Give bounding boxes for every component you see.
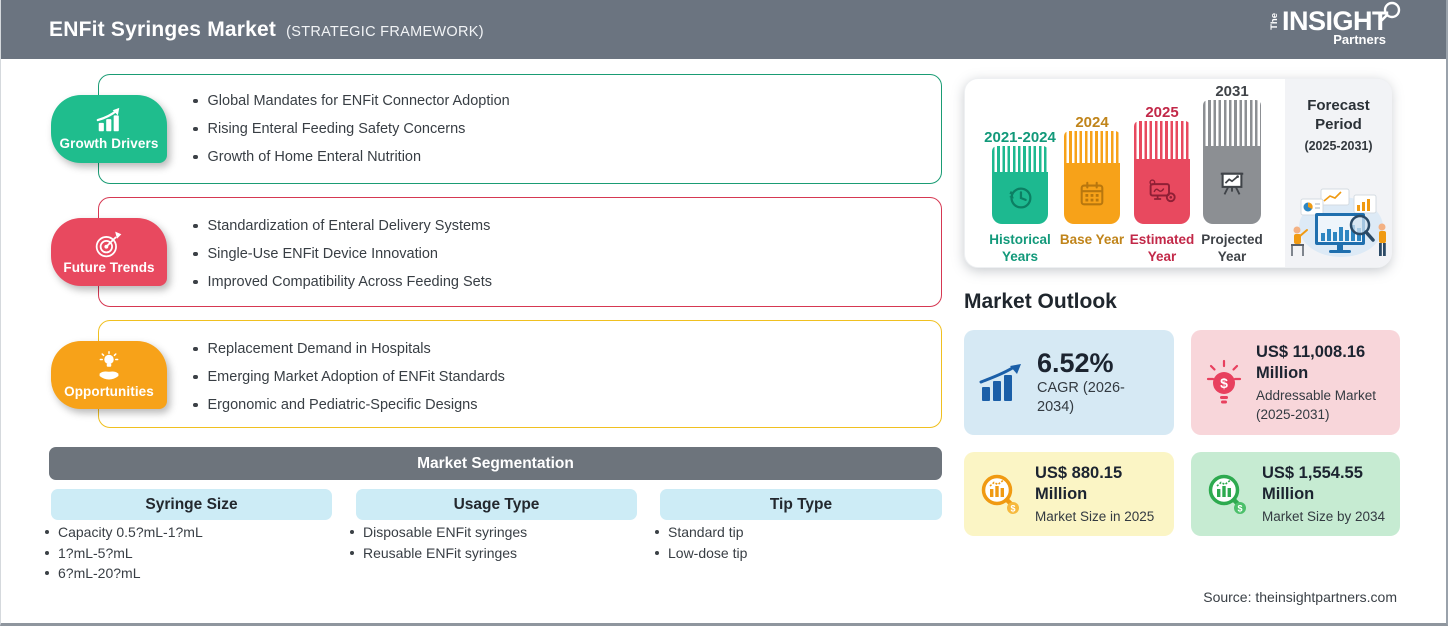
segmentation-column-header: Tip Type xyxy=(660,489,942,520)
bar-year-label: 2025 xyxy=(1145,104,1179,121)
page-title: ENFit Syringes Market xyxy=(49,18,277,41)
historical-years-bar-group: 2021-2024 Historical Years xyxy=(979,79,1061,267)
list-item: Rising Enteral Feeding Safety Concerns xyxy=(193,115,510,143)
list-item: Standardization of Enteral Delivery Syst… xyxy=(193,212,492,240)
tip-type-list: Standard tip Low-dose tip xyxy=(655,522,747,563)
bar-fringe xyxy=(1203,100,1261,146)
addressable-market-value: US$ 11,008.16 Million xyxy=(1256,342,1366,382)
analytics-illustration xyxy=(1291,188,1386,257)
page-subtitle: (STRATEGIC FRAMEWORK) xyxy=(286,24,484,40)
market-size-2034-value: US$ 1,554.55 Million xyxy=(1262,463,1363,503)
bar-fringe xyxy=(1064,131,1120,163)
source-attribution: Source: theinsightpartners.com xyxy=(1203,589,1397,605)
market-size-2034-card: $ US$ 1,554.55 Million Market Size by 20… xyxy=(1191,452,1400,536)
svg-text:$: $ xyxy=(1220,375,1228,391)
bar-caption: Projected Year xyxy=(1201,232,1263,264)
list-item: Disposable ENFit syringes xyxy=(350,522,527,543)
list-item: Replacement Demand in Hospitals xyxy=(193,335,505,363)
list-item: Capacity 0.5?mL-1?mL xyxy=(45,522,203,543)
growth-chart-icon xyxy=(96,107,120,132)
forecast-period-title: Forecast Period xyxy=(1307,97,1370,133)
list-item: Emerging Market Adoption of ENFit Standa… xyxy=(193,363,505,391)
bar-year-label: 2024 xyxy=(1075,114,1109,131)
estimated-year-bar xyxy=(1134,121,1190,224)
forecast-period-panel: Forecast Period (2025-2031) xyxy=(1285,79,1392,267)
market-outlook-title: Market Outlook xyxy=(964,290,1117,313)
bar-caption: Base Year xyxy=(1059,232,1125,247)
svg-text:$: $ xyxy=(1237,504,1242,514)
bar-fringe xyxy=(1134,121,1190,159)
history-clock-icon xyxy=(1009,187,1032,209)
logo-insight-text: INSIGHT xyxy=(1281,6,1389,36)
badge-label: Growth Drivers xyxy=(59,136,159,151)
insight-partners-logo: The INSIGHT Partners xyxy=(1268,1,1401,47)
list-item: Ergonomic and Pediatric-Specific Designs xyxy=(193,391,505,419)
historical-years-bar xyxy=(992,146,1048,224)
cagr-value: 6.52% xyxy=(1037,348,1114,378)
presentation-chart-icon xyxy=(1220,172,1244,195)
usage-type-list: Disposable ENFit syringes Reusable ENFit… xyxy=(350,522,527,563)
bar-year-label: 2021-2024 xyxy=(984,129,1056,146)
list-item: Standard tip xyxy=(655,522,747,543)
list-item: Single-Use ENFit Device Innovation xyxy=(193,240,492,268)
bar-caption: Estimated Year xyxy=(1129,232,1195,264)
list-item: 1?mL-5?mL xyxy=(45,543,203,564)
list-item: Growth of Home Enteral Nutrition xyxy=(193,143,510,171)
segmentation-column-header: Syringe Size xyxy=(51,489,332,520)
segmentation-column-header: Usage Type xyxy=(356,489,637,520)
bar-caption: Historical Years xyxy=(989,232,1051,264)
projected-year-bar xyxy=(1203,100,1261,224)
syringe-size-list: Capacity 0.5?mL-1?mL 1?mL-5?mL 6?mL-20?m… xyxy=(45,522,203,584)
base-year-bar xyxy=(1064,131,1120,224)
growth-arrow-chart-icon xyxy=(977,363,1025,403)
opportunities-badge: Opportunities xyxy=(51,341,167,409)
market-size-2025-card: $ US$ 880.15 Million Market Size in 2025 xyxy=(964,452,1174,536)
bulb-hand-icon xyxy=(99,351,119,380)
list-item: Improved Compatibility Across Feeding Se… xyxy=(193,268,493,296)
future-trends-badge: Future Trends xyxy=(51,218,167,286)
badge-label: Future Trends xyxy=(63,260,155,275)
header-bar: ENFit Syringes Market (STRATEGIC FRAMEWO… xyxy=(1,0,1446,59)
estimated-year-bar-group: 2025 Estimated Year xyxy=(1121,79,1203,267)
header-title-group: ENFit Syringes Market (STRATEGIC FRAMEWO… xyxy=(49,0,484,59)
forecast-period-range: (2025-2031) xyxy=(1304,139,1373,153)
logo-the-text: The xyxy=(1268,13,1280,30)
cagr-label: CAGR (2026-2034) xyxy=(1037,380,1125,415)
magnifier-chart-icon: $ xyxy=(1204,471,1250,517)
cagr-card: 6.52% CAGR (2026-2034) xyxy=(964,330,1174,435)
bar-year-label: 2031 xyxy=(1215,83,1249,100)
market-size-2025-label: Market Size in 2025 xyxy=(1035,508,1155,524)
segmentation-title-bar: Market Segmentation xyxy=(49,447,942,480)
addressable-market-label: Addressable Market (2025-2031) xyxy=(1256,387,1377,422)
target-dart-icon xyxy=(95,231,122,258)
badge-label: Opportunities xyxy=(64,384,154,399)
calendar-icon xyxy=(1080,181,1104,205)
growth-drivers-list: Global Mandates for ENFit Connector Adop… xyxy=(193,87,510,171)
svg-text:$: $ xyxy=(1010,504,1015,514)
opportunities-list: Replacement Demand in Hospitals Emerging… xyxy=(193,335,505,419)
magnifier-chart-icon: $ xyxy=(977,471,1023,517)
bulb-dollar-icon: $ xyxy=(1204,359,1244,407)
forecast-timeline-panel: 2021-2024 Historical Years 2024 xyxy=(964,78,1392,268)
list-item: Low-dose tip xyxy=(655,543,747,564)
list-item: Global Mandates for ENFit Connector Adop… xyxy=(193,87,510,115)
growth-drivers-badge: Growth Drivers xyxy=(51,95,167,163)
magnifier-icon xyxy=(1380,1,1401,22)
future-trends-list: Standardization of Enteral Delivery Syst… xyxy=(193,212,493,296)
bar-fringe xyxy=(992,146,1048,172)
list-item: 6?mL-20?mL xyxy=(45,563,203,584)
list-item: Reusable ENFit syringes xyxy=(350,543,527,564)
market-size-2025-value: US$ 880.15 Million xyxy=(1035,463,1123,503)
logo-partners-text: Partners xyxy=(1333,32,1386,47)
projected-year-bar-group: 2031 Projected Year xyxy=(1191,79,1273,267)
monitor-gear-icon xyxy=(1149,178,1176,202)
base-year-bar-group: 2024 Base Year xyxy=(1051,79,1133,267)
addressable-market-card: $ US$ 11,008.16 Million Addressable Mark… xyxy=(1191,330,1400,435)
market-size-2034-label: Market Size by 2034 xyxy=(1262,508,1386,524)
